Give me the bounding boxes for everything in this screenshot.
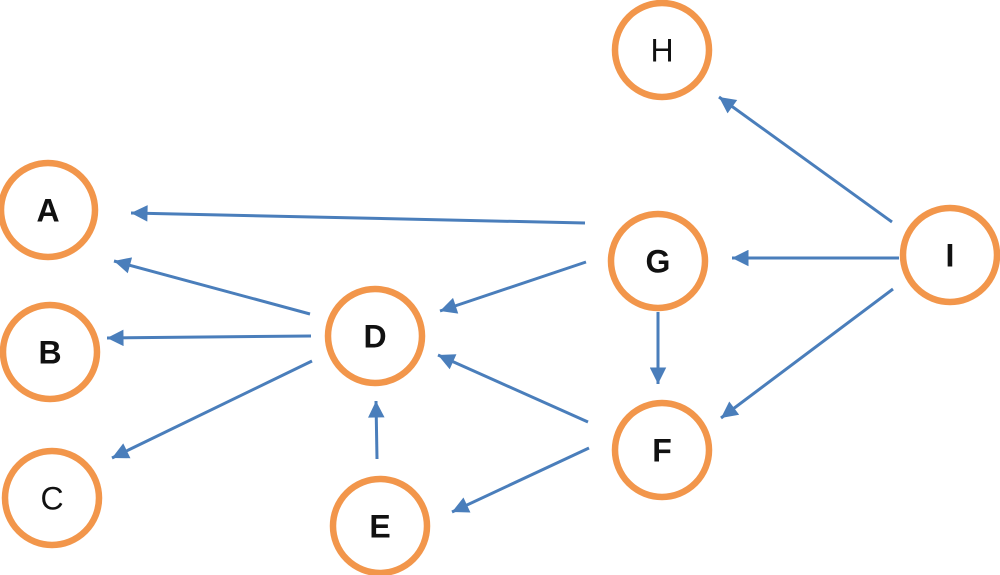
node-F-label: F <box>652 433 672 469</box>
edge-arrow-G-D <box>439 260 587 314</box>
node-H: H <box>611 0 713 101</box>
node-D: D <box>324 285 426 387</box>
node-F: F <box>611 399 713 501</box>
node-A: A <box>0 159 99 261</box>
node-A-label: A <box>36 193 59 229</box>
node-G: G <box>607 210 709 312</box>
edge-arrow-I-F <box>720 287 894 420</box>
node-E-label: E <box>369 509 390 545</box>
node-H-circle <box>611 0 713 101</box>
node-B-label: B <box>38 335 61 371</box>
node-A-circle <box>0 159 99 261</box>
node-B: B <box>0 301 101 403</box>
node-I-label: I <box>946 238 955 274</box>
node-C-label: C <box>40 481 63 517</box>
node-G-label: G <box>646 244 671 280</box>
node-E-circle <box>329 475 431 575</box>
edge-arrow-I-H <box>718 95 893 224</box>
edge-arrow-F-E <box>451 446 590 514</box>
node-C: C <box>1 447 103 549</box>
edge-arrow-G-A <box>130 205 586 225</box>
edges-layer <box>106 95 899 514</box>
node-E: E <box>329 475 431 575</box>
node-H-label: H <box>650 33 673 69</box>
edge-arrow-D-B <box>106 329 312 347</box>
node-G-circle <box>607 210 709 312</box>
edge-arrow-D-C <box>111 359 313 460</box>
edge-arrow-F-D <box>437 353 589 424</box>
node-B-circle <box>0 301 101 403</box>
node-F-circle <box>611 399 713 501</box>
node-D-circle <box>324 285 426 387</box>
node-I-circle <box>899 204 1000 306</box>
node-I: I <box>899 204 1000 306</box>
edge-arrow-D-A <box>113 257 311 316</box>
node-C-circle <box>1 447 103 549</box>
edge-arrow-E-D <box>368 400 385 460</box>
node-D-label: D <box>363 319 386 355</box>
